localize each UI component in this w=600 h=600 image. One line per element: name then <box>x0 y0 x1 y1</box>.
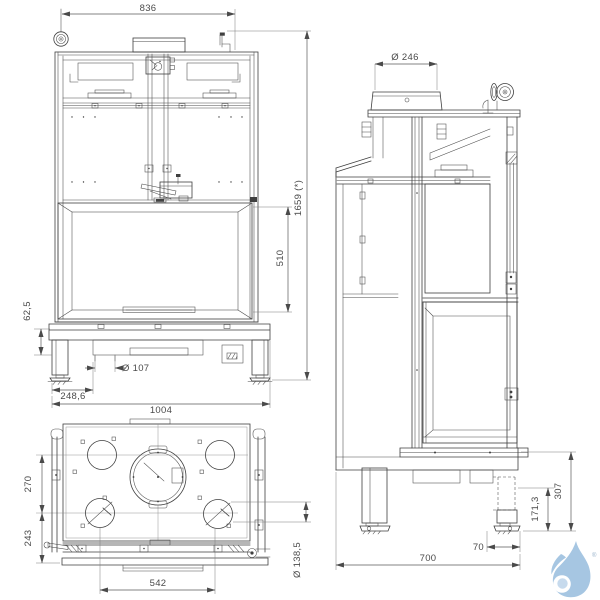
dim-side-base-height: 307 <box>553 483 564 500</box>
bottom-front-rail <box>61 539 269 572</box>
dim-bottom-upper-row: 270 <box>23 476 34 493</box>
side-dimensions: Ø 246 307 171,3 70 700 <box>335 52 576 570</box>
front-dimensions: 836 1659 (*) 510 62,5 Ø 107 248,6 1004 <box>22 3 311 416</box>
side-top-plate <box>367 109 521 118</box>
side-inner-box <box>424 183 491 294</box>
side-lower-door <box>422 297 519 444</box>
dim-side-rear-foot-offset: 70 <box>473 542 484 553</box>
bottom-air-holes <box>85 440 235 529</box>
bottom-dimensions: 270 243 542 Ø 138,5 <box>23 454 311 594</box>
door-handle <box>122 306 196 313</box>
side-front-panel <box>335 171 399 471</box>
bottom-flue-opening <box>129 445 187 509</box>
side-front-leg <box>359 467 391 535</box>
bottom-right-channel <box>247 428 271 558</box>
dim-bottom-lower-row: 243 <box>23 530 34 547</box>
dim-bottom-lever-spacing: 542 <box>150 578 167 589</box>
water-drop-swirl-core <box>557 578 568 589</box>
dim-front-overall-width: 1004 <box>150 405 172 416</box>
front-latch-mechanism <box>140 174 193 203</box>
front-base <box>47 321 273 385</box>
bottom-left-channel <box>43 428 69 553</box>
dim-front-overall-height: 1659 (*) <box>293 180 304 216</box>
front-top-pin <box>219 32 231 53</box>
panel-dots <box>71 116 243 183</box>
dim-side-flue-diameter: Ø 246 <box>391 52 418 63</box>
front-glass-door <box>57 197 257 320</box>
front-flue-collar <box>132 37 186 53</box>
side-rear-wall <box>504 116 519 449</box>
side-lift-column <box>411 116 423 449</box>
dim-front-top-width: 836 <box>140 3 157 14</box>
rail-clips <box>91 103 229 109</box>
side-rear-leg <box>493 509 521 535</box>
water-drop-leaf <box>551 554 566 575</box>
front-left-leg <box>47 339 73 385</box>
dim-bottom-hole-diameter: Ø 138,5 <box>292 542 303 578</box>
bottom-bolt-marks <box>72 436 231 528</box>
bottom-view: 270 243 542 Ø 138,5 <box>23 418 311 594</box>
dim-front-glass-height: 510 <box>275 250 286 267</box>
bottom-plate <box>36 418 251 542</box>
side-upper-structure <box>335 116 491 185</box>
dim-front-bottom-offset: 248,6 <box>60 391 85 402</box>
side-base <box>335 447 529 535</box>
front-view: 836 1659 (*) 510 62,5 Ø 107 248,6 1004 <box>22 3 311 416</box>
side-view: Ø 246 307 171,3 70 700 <box>335 52 576 570</box>
dim-front-outlet-diameter: Ø 107 <box>122 363 149 374</box>
front-lift-channel <box>144 53 175 201</box>
side-pulley-icon <box>482 83 514 114</box>
front-pulley-icon <box>53 8 69 47</box>
front-right-leg <box>247 339 273 385</box>
brand-logo-watermark: ® <box>551 541 597 598</box>
dim-side-depth: 700 <box>420 553 437 564</box>
dim-side-leg-height: 171,3 <box>530 496 541 521</box>
dim-front-base-detail: 62,5 <box>22 301 33 321</box>
side-flue-collar <box>370 91 443 111</box>
registered-trademark: ® <box>592 552 597 559</box>
